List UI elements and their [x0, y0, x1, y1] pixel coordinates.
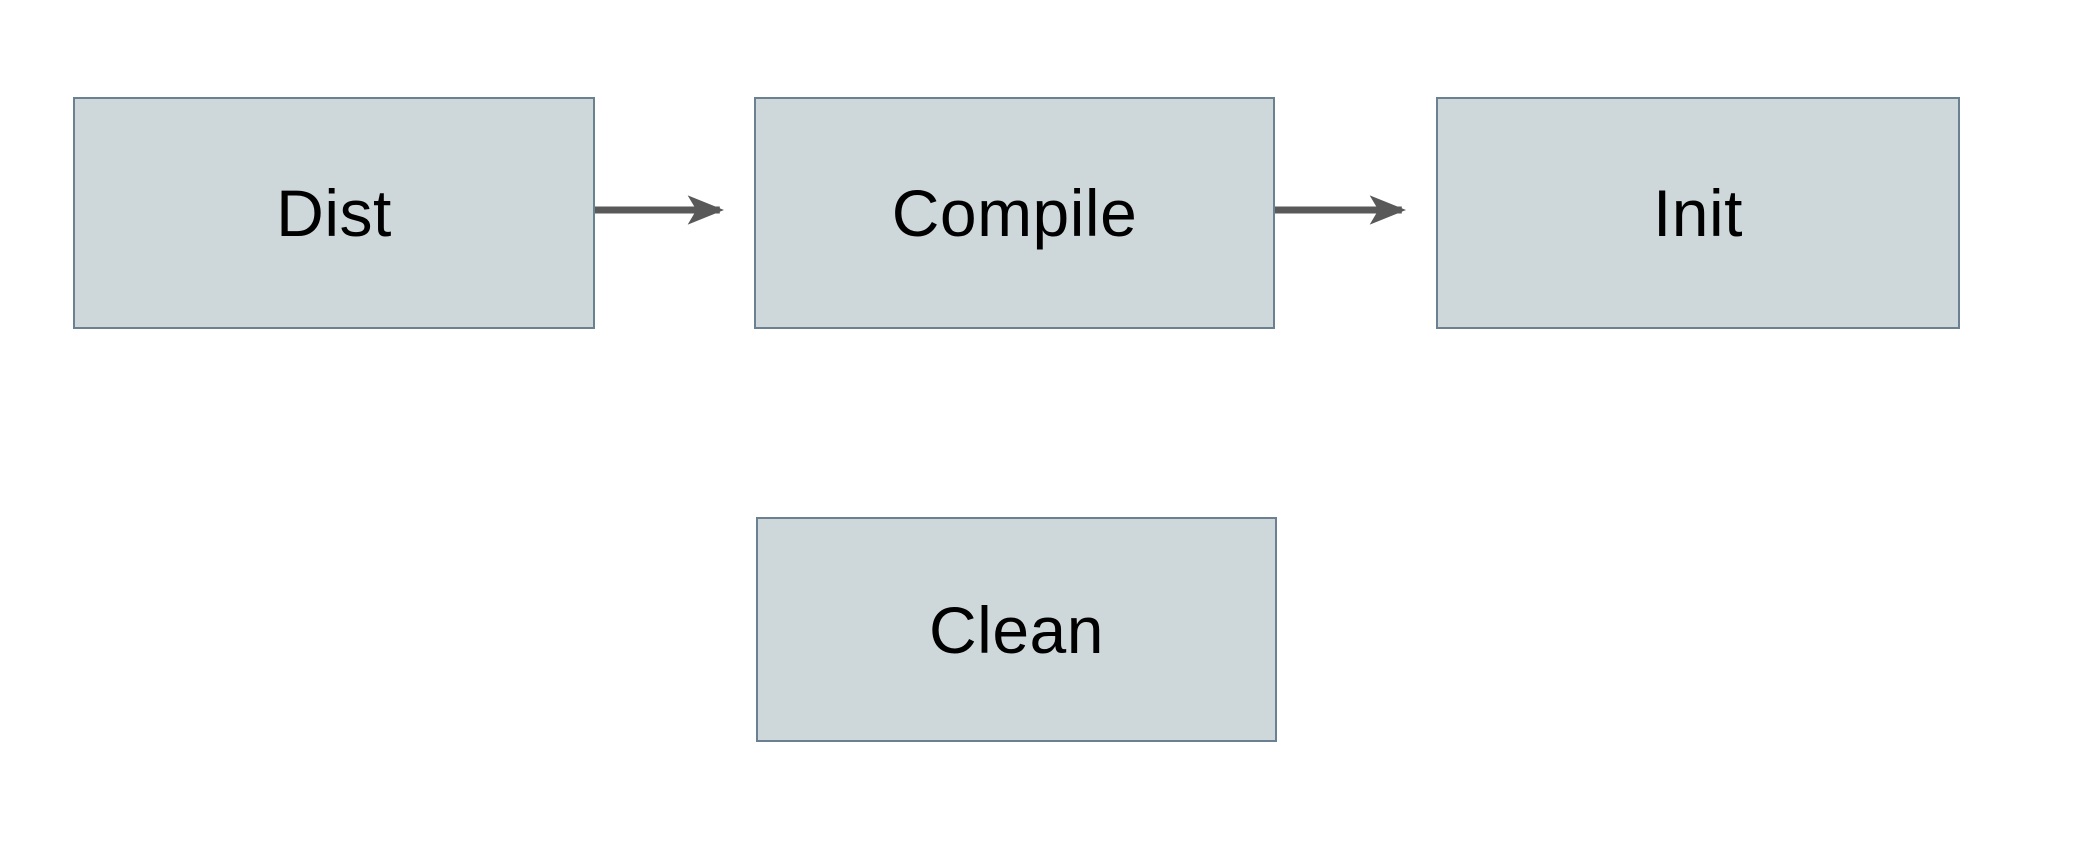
- node-clean-label: Clean: [929, 592, 1104, 667]
- node-dist-label: Dist: [276, 176, 392, 250]
- node-clean[interactable]: Clean: [756, 517, 1277, 742]
- node-init-label: Init: [1652, 176, 1744, 250]
- node-compile-label: Compile: [891, 176, 1138, 250]
- node-init[interactable]: Init: [1436, 97, 1960, 329]
- node-dist[interactable]: Dist: [73, 97, 595, 329]
- node-compile[interactable]: Compile: [754, 97, 1275, 329]
